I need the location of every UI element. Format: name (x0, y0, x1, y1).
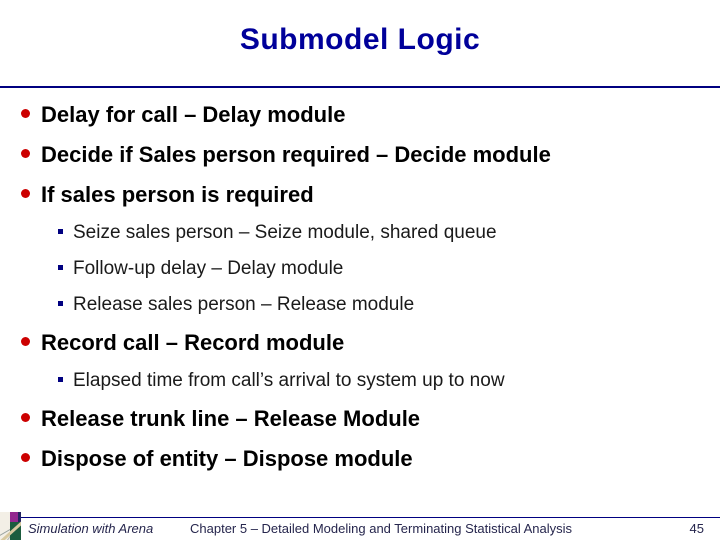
bullet-text: Dispose of entity – Dispose module (41, 446, 413, 471)
sub-bullet-item: Seize sales person – Seize module, share… (0, 221, 720, 244)
bullet-list: Delay for call – Delay module Decide if … (0, 102, 720, 472)
slide-footer: Simulation with Arena Chapter 5 – Detail… (0, 517, 720, 540)
logo-purple-block (10, 512, 19, 523)
slide-header: Submodel Logic (0, 0, 720, 88)
sub-bullet-item: Release sales person – Release module (0, 293, 720, 316)
page-title: Submodel Logic (239, 23, 481, 56)
bullet-dot-icon (21, 188, 30, 198)
bullet-dot-icon (21, 412, 30, 422)
bullet-square-icon (58, 301, 63, 306)
sub-bullet-item: Elapsed time from call’s arrival to syst… (0, 369, 720, 392)
footer-book-title: Simulation with Arena (28, 521, 154, 536)
bullet-square-icon (58, 265, 63, 270)
bullet-text: Delay for call – Delay module (41, 102, 346, 127)
bullet-dot-icon (21, 336, 30, 346)
footer-chapter-title: Chapter 5 – Detailed Modeling and Termin… (190, 521, 573, 536)
sub-bullet-text: Elapsed time from call’s arrival to syst… (73, 370, 505, 391)
bullet-text: Record call – Record module (41, 330, 345, 355)
bullet-item: If sales person is required (0, 182, 720, 208)
bullet-item: Record call – Record module (0, 330, 720, 356)
sub-bullet-text: Follow-up delay – Delay module (73, 258, 344, 279)
bullet-item: Release trunk line – Release Module (0, 406, 720, 432)
sub-bullet-text: Seize sales person – Seize module, share… (73, 222, 497, 243)
bullet-text: If sales person is required (41, 182, 314, 207)
bullet-dot-icon (21, 452, 30, 462)
bullet-item: Delay for call – Delay module (0, 102, 720, 128)
bullet-item: Dispose of entity – Dispose module (0, 446, 720, 472)
logo-navy-block (18, 512, 21, 524)
bullet-dot-icon (21, 108, 30, 118)
slide-body: Delay for call – Delay module Decide if … (0, 102, 720, 472)
arena-logo (0, 512, 21, 540)
bullet-dot-icon (21, 148, 30, 158)
sub-bullet-item: Follow-up delay – Delay module (0, 257, 720, 280)
footer-page-number: 45 (689, 521, 704, 536)
logo-green-block (10, 522, 21, 540)
bullet-item: Decide if Sales person required – Decide… (0, 142, 720, 168)
sub-bullet-text: Release sales person – Release module (73, 294, 415, 315)
bullet-text: Decide if Sales person required – Decide… (41, 142, 551, 167)
bullet-square-icon (58, 229, 63, 234)
bullet-text: Release trunk line – Release Module (41, 406, 421, 431)
bullet-square-icon (58, 377, 63, 382)
